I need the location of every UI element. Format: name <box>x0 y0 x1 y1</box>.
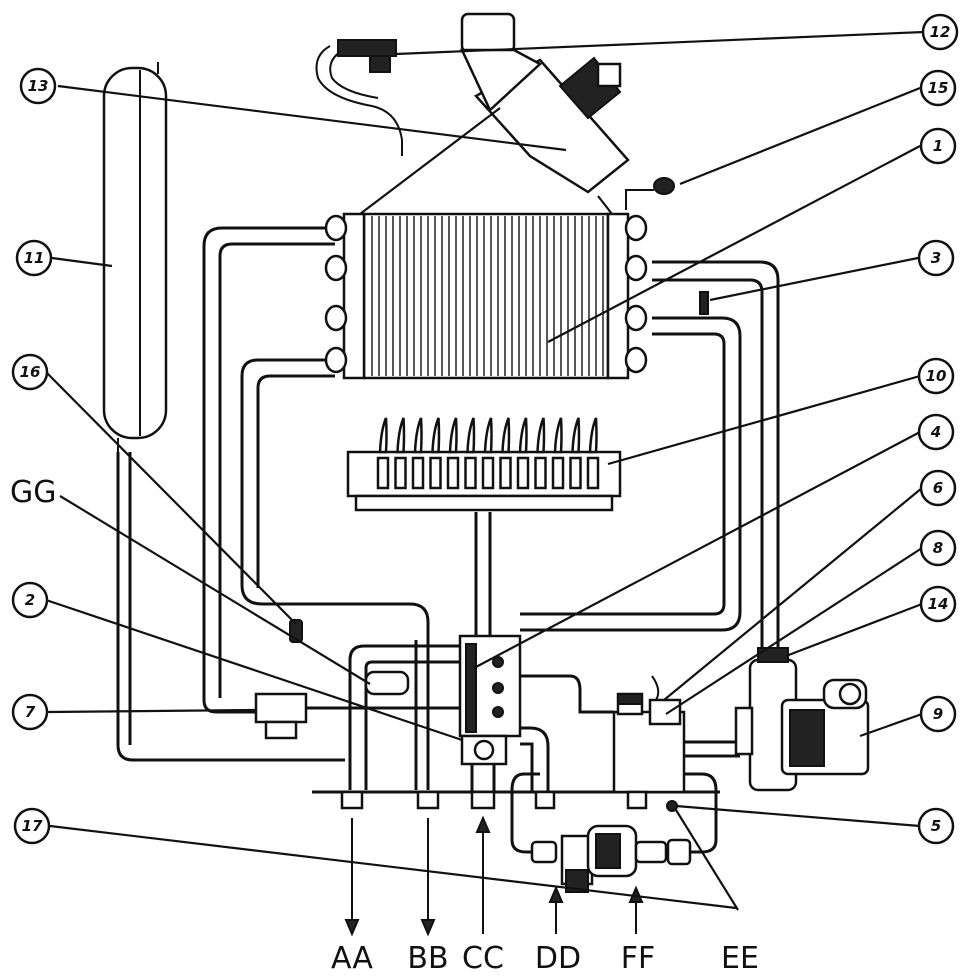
callout-17: 17 <box>13 807 51 845</box>
callout-11: 11 <box>15 239 53 277</box>
burner-flame <box>448 417 458 454</box>
burner-flame <box>431 417 441 454</box>
exchanger-tube-end <box>624 214 648 242</box>
burner-flame <box>553 417 563 454</box>
connection-label-ff: FF <box>621 941 656 976</box>
burner-flame <box>378 417 388 454</box>
burner-bar <box>534 456 547 490</box>
exchanger-tube-end <box>324 254 348 282</box>
callout-10-text: 10 <box>926 367 947 385</box>
callout-1: 1 <box>919 127 957 165</box>
callout-3: 3 <box>917 239 955 277</box>
exchanger-tube-end <box>324 214 348 242</box>
heat-exchanger <box>324 212 648 380</box>
callout-1-text: 1 <box>933 137 943 155</box>
burner-flame <box>501 417 511 454</box>
diverter-valve <box>612 675 686 812</box>
callout-12-text: 12 <box>930 23 951 41</box>
callout-3-text: 3 <box>931 249 941 267</box>
pump <box>734 647 870 792</box>
burner-bar <box>586 456 600 490</box>
burner-bar <box>516 456 530 490</box>
burner-flame <box>413 417 423 454</box>
burner-bar <box>499 456 512 490</box>
callout-11-text: 11 <box>24 249 45 267</box>
callout-14-text: 14 <box>928 595 949 613</box>
burner-bar <box>551 456 565 490</box>
callout-2: 2 <box>11 581 49 619</box>
burner-flame <box>396 417 406 454</box>
callout-4: 4 <box>917 413 955 451</box>
burner-flame <box>571 417 581 454</box>
exchanger-tube-end <box>324 346 348 374</box>
gas-valve <box>458 634 522 766</box>
temperature-sensor-3 <box>699 291 709 315</box>
burner-bar <box>481 456 495 490</box>
callout-14: 14 <box>919 585 957 623</box>
ignition-electrodes <box>315 39 403 156</box>
connection-label-ee: EE <box>721 941 759 976</box>
burner-flame <box>536 417 546 454</box>
gg-label: GG <box>10 475 57 510</box>
callout-8-text: 8 <box>933 539 943 557</box>
callout-8: 8 <box>919 529 957 567</box>
burner-bar <box>446 456 460 490</box>
burner-bar <box>429 456 442 490</box>
exchanger-tube-end <box>324 304 348 332</box>
burner-flame <box>518 417 528 454</box>
safety-thermostat-15 <box>625 177 675 210</box>
callout-10: 10 <box>917 357 955 395</box>
callout-13: 13 <box>19 67 57 105</box>
burner <box>346 417 622 512</box>
connection-label-dd: DD <box>535 941 581 976</box>
expansion-vessel <box>102 62 168 452</box>
callout-5-text: 5 <box>931 817 941 835</box>
sensor-gg <box>364 670 410 696</box>
callout-17-text: 17 <box>22 817 43 835</box>
callout-9-text: 9 <box>933 705 943 723</box>
callout-13-text: 13 <box>28 77 49 95</box>
callout-16-text: 16 <box>20 363 41 381</box>
callout-7-text: 7 <box>25 703 36 721</box>
callout-2-text: 2 <box>25 591 35 609</box>
callout-9: 9 <box>919 695 957 733</box>
connection-label-aa: AA <box>331 941 373 976</box>
fill-valve-assembly <box>530 824 692 893</box>
burner-bar <box>464 456 477 490</box>
connection-label-cc: CC <box>462 941 504 976</box>
burner-bar <box>411 456 425 490</box>
burner-flame <box>466 417 476 454</box>
connection-label-bb: BB <box>407 941 448 976</box>
callout-15: 15 <box>919 69 957 107</box>
callout-6: 6 <box>919 469 957 507</box>
filter-7 <box>254 692 308 740</box>
connection-stubs <box>340 790 648 810</box>
leader-lines <box>45 30 925 911</box>
callout-16: 16 <box>11 353 49 391</box>
callout-7: 7 <box>11 693 49 731</box>
callout-12: 12 <box>921 13 959 51</box>
burner-bar <box>569 456 582 490</box>
callout-4-text: 4 <box>930 423 941 441</box>
callout-15-text: 15 <box>928 79 949 97</box>
callout-5: 5 <box>917 807 955 845</box>
callout-6-text: 6 <box>933 479 943 497</box>
burner-flame <box>588 417 598 454</box>
flue-hood <box>359 12 630 215</box>
burner-bar <box>376 456 390 490</box>
exchanger-tube-end <box>624 346 648 374</box>
burner-bar <box>394 456 407 490</box>
burner-flame <box>483 417 493 454</box>
exchanger-tube-end <box>624 254 648 282</box>
exchanger-tube-end <box>624 304 648 332</box>
